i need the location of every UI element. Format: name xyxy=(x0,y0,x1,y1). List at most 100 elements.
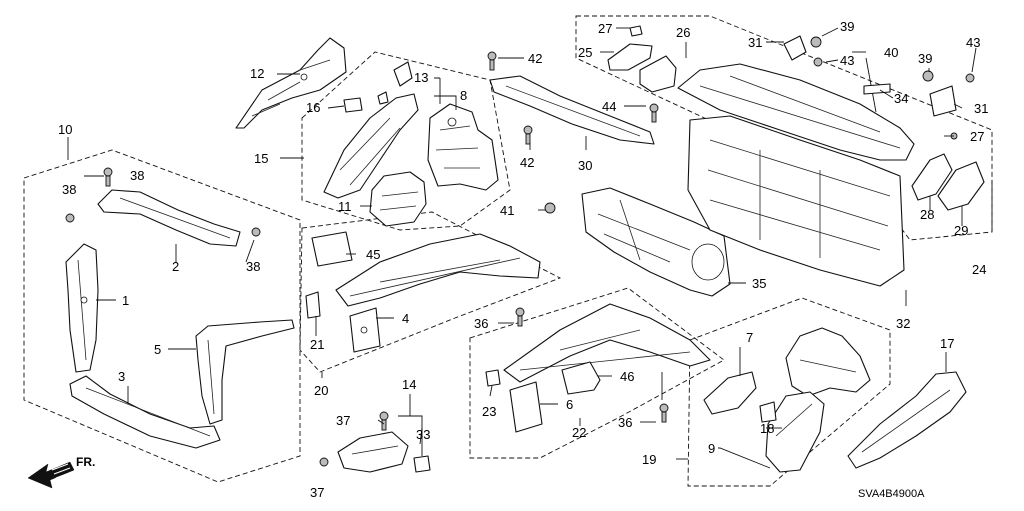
callout-27-b: 27 xyxy=(970,129,984,144)
callout-43-b: 43 xyxy=(966,35,980,50)
callout-29: 29 xyxy=(954,223,968,238)
part-26-bracket xyxy=(639,55,677,93)
part-1-side-pillar xyxy=(65,243,99,373)
fastener-43-b xyxy=(965,73,975,83)
fastener-36-a xyxy=(515,307,525,327)
fastener-42-a xyxy=(487,51,497,71)
part-11-bracket xyxy=(369,171,427,227)
callout-30: 30 xyxy=(578,158,592,173)
fastener-43-a xyxy=(813,57,823,67)
fastener-38-c xyxy=(251,227,261,237)
part-35-insulator xyxy=(581,187,731,297)
callout-10: 10 xyxy=(58,122,72,137)
front-direction-arrow: FR. xyxy=(27,455,95,489)
callout-39-a: 39 xyxy=(840,19,854,34)
callout-33: 33 xyxy=(416,427,430,442)
callout-4: 4 xyxy=(402,311,409,326)
callout-22: 22 xyxy=(572,425,586,440)
callout-43-a: 43 xyxy=(840,53,854,68)
leader-lines xyxy=(67,27,993,469)
group-22-outline xyxy=(469,287,725,459)
fastener-38-a xyxy=(103,167,113,187)
part-32-dashboard xyxy=(687,115,905,287)
callout-42-a: 42 xyxy=(528,51,542,66)
callout-41: 41 xyxy=(500,203,514,218)
callout-34: 34 xyxy=(894,91,908,106)
group-10-outline xyxy=(23,149,301,483)
part-22-lower-rail xyxy=(485,303,711,433)
callout-26: 26 xyxy=(676,25,690,40)
callout-31-a: 31 xyxy=(748,35,762,50)
callout-labels: 10 12 16 13 8 15 11 42 44 42 30 38 38 38… xyxy=(58,19,988,500)
callout-46: 46 xyxy=(620,369,634,384)
part-20-frame-rail xyxy=(305,231,541,353)
part-33-nut xyxy=(413,455,431,473)
callout-14: 14 xyxy=(402,377,416,392)
fastener-37-b xyxy=(319,457,329,467)
part-28-bracket xyxy=(911,153,953,201)
callout-25: 25 xyxy=(578,45,592,60)
callout-44: 44 xyxy=(602,99,616,114)
fastener-42-b xyxy=(523,125,533,145)
callout-45: 45 xyxy=(366,247,380,262)
part-19-wheelhouse xyxy=(703,327,871,473)
callout-1: 1 xyxy=(122,293,129,308)
part-25-bracket xyxy=(607,43,653,71)
diagram-code: SVA4B4900A xyxy=(858,488,925,500)
callout-20: 20 xyxy=(314,383,328,398)
callout-37-b: 37 xyxy=(310,485,324,500)
fastener-39-a xyxy=(810,36,822,48)
fastener-41 xyxy=(544,202,556,214)
group-19-outline xyxy=(687,297,891,487)
callout-13: 13 xyxy=(414,70,428,85)
callout-31-b: 31 xyxy=(974,101,988,116)
callout-17: 17 xyxy=(940,336,954,351)
callout-2: 2 xyxy=(172,259,179,274)
callout-42-b: 42 xyxy=(520,155,534,170)
callout-38-c: 38 xyxy=(246,259,260,274)
part-17-side-member xyxy=(847,371,967,469)
callout-37-a: 37 xyxy=(336,413,350,428)
callout-9: 9 xyxy=(708,441,715,456)
part-5-side-pillar xyxy=(195,319,295,425)
part-12-bracket xyxy=(235,37,347,129)
callout-32: 32 xyxy=(896,316,910,331)
group-20-outline xyxy=(299,211,562,373)
callout-24: 24 xyxy=(972,262,986,277)
part-34-plate xyxy=(863,83,891,95)
part-2-upper-member xyxy=(97,189,241,247)
callout-27-a: 27 xyxy=(598,21,612,36)
callout-6: 6 xyxy=(566,397,573,412)
callout-39-b: 39 xyxy=(918,51,932,66)
part-31-bracket-top xyxy=(783,35,807,61)
part-8-strut-tower xyxy=(427,103,499,191)
callout-36-b: 36 xyxy=(618,415,632,430)
fastener-38-b xyxy=(65,213,75,223)
callout-19: 19 xyxy=(642,452,656,467)
front-arrow-label: FR. xyxy=(76,455,95,469)
group-24-outline xyxy=(575,15,993,241)
fastener-37-a xyxy=(379,411,389,431)
callout-21: 21 xyxy=(310,337,324,352)
fastener-39-b xyxy=(922,70,934,82)
callout-11: 11 xyxy=(338,199,352,214)
fastener-44 xyxy=(649,103,659,123)
part-3-lower-member xyxy=(69,375,221,449)
part-16-clip xyxy=(343,97,363,113)
callout-40: 40 xyxy=(884,45,898,60)
callout-16: 16 xyxy=(306,100,320,115)
part-14-bracket xyxy=(337,431,409,473)
part-31-bracket-right xyxy=(929,85,957,117)
part-29-bracket xyxy=(937,161,985,211)
part-27-clip-top xyxy=(629,25,643,37)
part-30-cowl-member xyxy=(489,75,655,145)
callout-36-a: 36 xyxy=(474,316,488,331)
callout-12: 12 xyxy=(250,66,264,81)
fastener-36-b xyxy=(659,403,669,423)
callout-5: 5 xyxy=(154,342,161,357)
callout-7: 7 xyxy=(746,330,753,345)
callout-38-a: 38 xyxy=(130,168,144,183)
callout-38-b: 38 xyxy=(62,182,76,197)
callout-8: 8 xyxy=(460,88,467,103)
